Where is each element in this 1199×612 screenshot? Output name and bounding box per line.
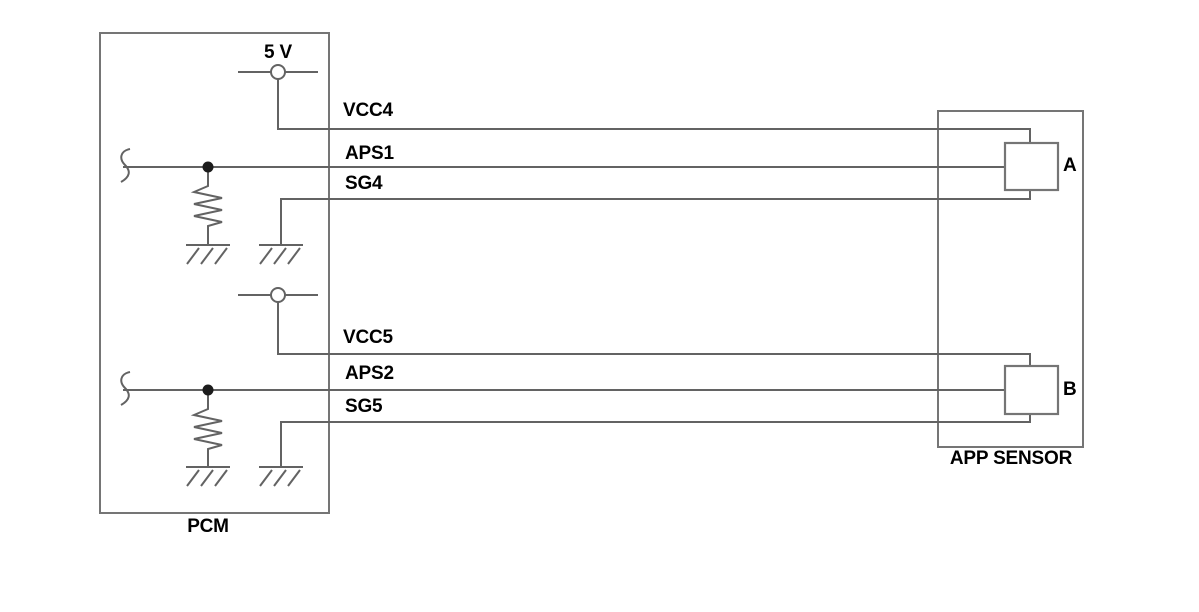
pcm-label: PCM [187, 516, 229, 537]
connector-a-box [1003, 141, 1060, 192]
wires [120, 64, 1031, 487]
wire-label-sg5: SG5 [345, 396, 383, 417]
app-sensor-label: APP SENSOR [949, 448, 1073, 469]
junctions [202, 161, 214, 396]
wire-vcc4 [277, 79, 1031, 144]
wire-label-aps2: APS2 [345, 363, 394, 384]
connector-b-label: B [1063, 379, 1077, 400]
wire-sg4 [280, 189, 1031, 245]
junction-dot [202, 161, 214, 173]
pcm-box [99, 32, 330, 514]
resistor-icon [193, 166, 223, 246]
ground-icon [185, 466, 231, 487]
component-boxes [99, 32, 1084, 514]
ground-icon [185, 244, 231, 265]
ground-icon [258, 466, 304, 487]
wire-break-icon [120, 148, 131, 183]
wire-break-icon [120, 371, 131, 406]
supply-terminal-circle-icon [270, 287, 286, 303]
sensor-connectors [1003, 141, 1060, 416]
supply-voltage-label: 5 V [264, 42, 292, 63]
wire-label-aps1: APS1 [345, 143, 394, 164]
supply-terminal-circle-icon [270, 64, 286, 80]
resistor-icon [193, 389, 223, 469]
wire-sg5 [280, 413, 1031, 467]
wire-label-vcc4: VCC4 [343, 100, 393, 121]
wire-label-vcc5: VCC5 [343, 327, 393, 348]
junction-dot [202, 384, 214, 396]
connector-b-box [1003, 364, 1060, 416]
ground-icon [258, 244, 304, 265]
connector-a-label: A [1063, 155, 1077, 176]
wire-vcc5 [277, 302, 1031, 367]
wire-label-sg4: SG4 [345, 173, 383, 194]
app-sensor-box [937, 110, 1084, 448]
